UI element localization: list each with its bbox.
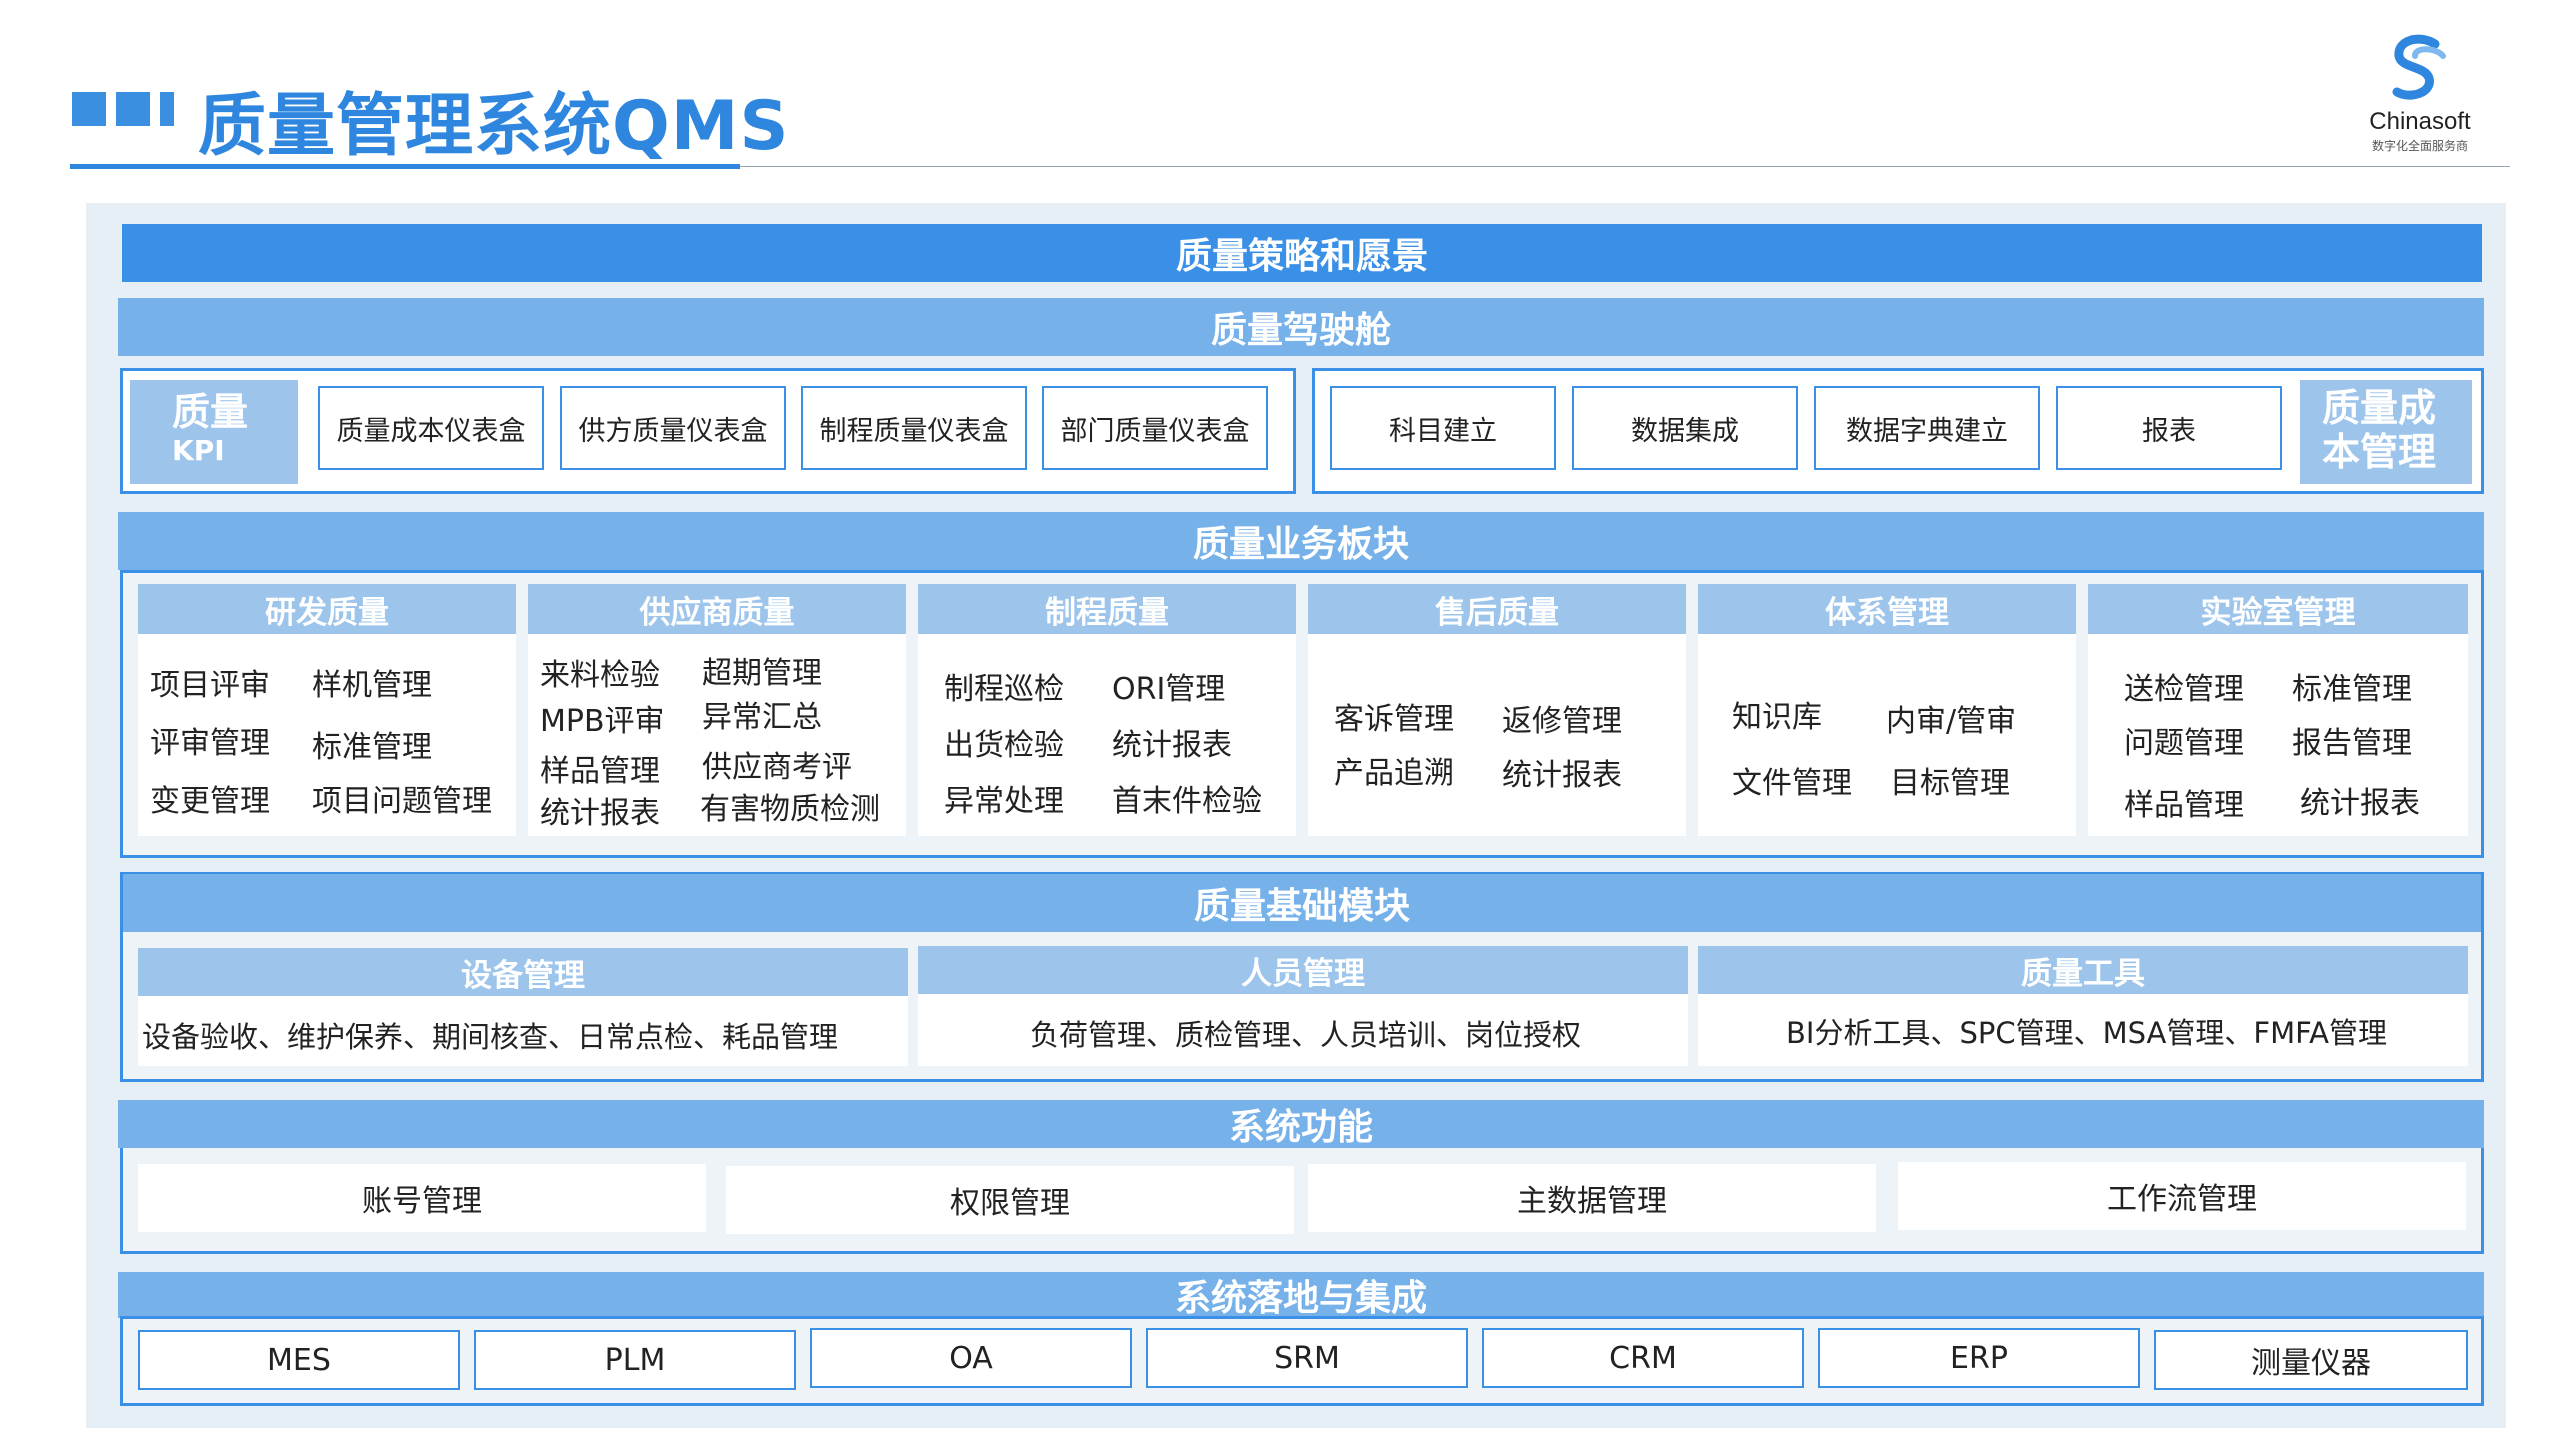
page-title: 质量管理系统QMS (198, 87, 790, 166)
workflow-management-button[interactable]: 工作流管理 (1898, 1162, 2466, 1230)
list-item[interactable]: 报告管理 (2292, 726, 2412, 761)
business-col-supplier (528, 634, 906, 836)
list-item[interactable]: 文件管理 (1732, 766, 1852, 801)
business-bar: 质量业务板块 (118, 512, 2484, 570)
cost-item-data-integration[interactable]: 数据集成 (1572, 386, 1798, 470)
kpi-item-process[interactable]: 制程质量仪表盒 (801, 386, 1027, 470)
integration-bar: 系统落地与集成 (118, 1272, 2484, 1319)
list-item[interactable]: 产品追溯 (1334, 756, 1454, 791)
list-item[interactable]: 内审/管审 (1886, 704, 2017, 739)
title-decoration (72, 92, 174, 126)
list-item[interactable]: 标准管理 (2292, 672, 2412, 707)
business-col-title-lab: 实验室管理 (2088, 584, 2468, 634)
cost-item-accounts[interactable]: 科目建立 (1330, 386, 1556, 470)
kpi-item-department[interactable]: 部门质量仪表盒 (1042, 386, 1268, 470)
kpi-label: 质量 KPI (130, 380, 298, 484)
list-item[interactable]: 送检管理 (2124, 672, 2244, 707)
cost-item-reports[interactable]: 报表 (2056, 386, 2282, 470)
list-item[interactable]: 返修管理 (1502, 704, 1622, 739)
base-module-equipment (138, 996, 908, 1066)
integration-plm[interactable]: PLM (474, 1330, 796, 1390)
list-item[interactable]: 问题管理 (2124, 726, 2244, 761)
business-col-title-process: 制程质量 (918, 584, 1296, 634)
list-item[interactable]: 评审管理 (150, 726, 270, 761)
integration-mes[interactable]: MES (138, 1330, 460, 1390)
system-bar: 系统功能 (118, 1100, 2484, 1148)
kpi-item-supplier[interactable]: 供方质量仪表盒 (560, 386, 786, 470)
base-title-personnel: 人员管理 (918, 946, 1688, 994)
kpi-item-quality-cost[interactable]: 质量成本仪表盒 (318, 386, 544, 470)
list-item[interactable]: 项目问题管理 (312, 784, 492, 819)
list-item[interactable]: 知识库 (1732, 700, 1822, 735)
business-col-process (918, 634, 1296, 836)
list-item[interactable]: 异常处理 (944, 784, 1064, 819)
list-item[interactable]: 制程巡检 (944, 672, 1064, 707)
list-item[interactable]: 首末件检验 (1112, 784, 1262, 819)
business-col-system (1698, 634, 2076, 836)
business-col-title-rd: 研发质量 (138, 584, 516, 634)
permission-management-button[interactable]: 权限管理 (726, 1166, 1294, 1234)
list-item[interactable]: 统计报表 (1112, 728, 1232, 763)
list-item[interactable]: 标准管理 (312, 730, 432, 765)
business-col-aftersales (1308, 634, 1686, 836)
list-item[interactable]: 项目评审 (150, 668, 270, 703)
list-item[interactable]: 超期管理 (702, 656, 822, 691)
chinasoft-logo: Chinasoft 数字化全面服务商 (2320, 34, 2520, 159)
base-bar: 质量基础模块 (123, 874, 2481, 932)
logo-mark-icon (2392, 34, 2446, 100)
integration-erp[interactable]: ERP (1818, 1328, 2140, 1388)
business-col-title-supplier: 供应商质量 (528, 584, 906, 634)
integration-srm[interactable]: SRM (1146, 1328, 1468, 1388)
list-item[interactable]: MPB评审 (540, 704, 665, 739)
list-item[interactable]: 目标管理 (1890, 766, 2010, 801)
list-item[interactable]: 样机管理 (312, 668, 432, 703)
logo-tagline: 数字化全面服务商 (2371, 139, 2468, 153)
base-module-tools (1698, 994, 2468, 1066)
cockpit-bar: 质量驾驶舱 (118, 298, 2484, 356)
list-item[interactable]: 来料检验 (540, 658, 660, 693)
list-item[interactable]: 有害物质检测 (700, 792, 880, 827)
integration-crm[interactable]: CRM (1482, 1328, 1804, 1388)
cost-label: 质量成 本管理 (2300, 380, 2472, 484)
title-underline (70, 164, 740, 169)
base-title-tools: 质量工具 (1698, 946, 2468, 994)
cost-item-data-dictionary[interactable]: 数据字典建立 (1814, 386, 2040, 470)
account-management-button[interactable]: 账号管理 (138, 1164, 706, 1232)
business-col-title-system: 体系管理 (1698, 584, 2076, 634)
integration-oa[interactable]: OA (810, 1328, 1132, 1388)
list-item[interactable]: 统计报表 (2300, 786, 2420, 821)
business-col-lab (2088, 634, 2468, 836)
base-title-equipment: 设备管理 (138, 948, 908, 996)
business-col-rd (138, 634, 516, 836)
list-item[interactable]: ORI管理 (1112, 672, 1226, 707)
list-item[interactable]: 统计报表 (540, 796, 660, 831)
master-data-button[interactable]: 主数据管理 (1308, 1164, 1876, 1232)
list-item[interactable]: 样品管理 (2124, 788, 2244, 823)
list-item[interactable]: 变更管理 (150, 784, 270, 819)
header-divider (740, 166, 2510, 167)
base-text-tools: BI分析工具、SPC管理、MSA管理、FMFA管理 (1786, 1016, 2387, 1050)
list-item[interactable]: 客诉管理 (1334, 702, 1454, 737)
base-text-equipment: 设备验收、维护保养、期间核查、日常点检、耗品管理 (142, 1020, 839, 1054)
list-item[interactable]: 供应商考评 (702, 750, 852, 785)
strategy-bar: 质量策略和愿景 (122, 224, 2482, 282)
list-item[interactable]: 统计报表 (1502, 758, 1622, 793)
business-col-title-aftersales: 售后质量 (1308, 584, 1686, 634)
list-item[interactable]: 出货检验 (944, 728, 1064, 763)
list-item[interactable]: 样品管理 (540, 754, 660, 789)
list-item[interactable]: 异常汇总 (702, 700, 822, 735)
logo-name: Chinasoft (2369, 108, 2471, 135)
integration-measuring-instruments[interactable]: 测量仪器 (2154, 1330, 2468, 1390)
base-module-personnel (918, 994, 1688, 1066)
base-text-personnel: 负荷管理、质检管理、人员培训、岗位授权 (1030, 1018, 1582, 1052)
